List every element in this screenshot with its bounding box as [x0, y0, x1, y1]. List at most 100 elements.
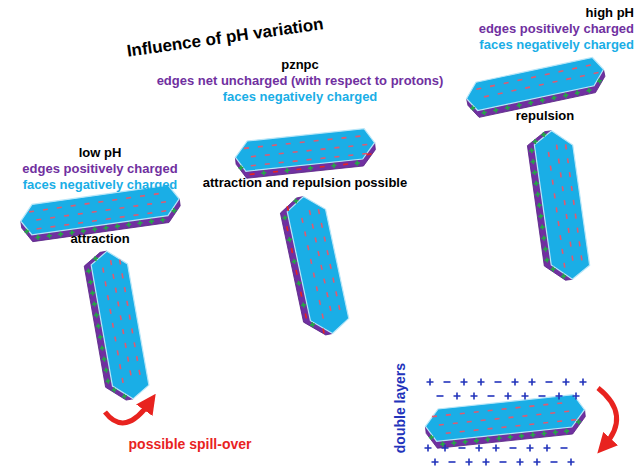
minus-sign: [525, 87, 530, 88]
minus-sign: [126, 197, 131, 199]
minus-sign: [296, 168, 301, 170]
plus-sign: [432, 459, 439, 466]
plus-sign: [550, 266, 556, 272]
plus-sign: [425, 445, 432, 452]
minus-sign: [327, 250, 328, 255]
plus-sign: [522, 393, 529, 400]
annotation-label: edges positively charged: [22, 162, 177, 177]
plus-sign: [160, 217, 166, 223]
minus-sign: [36, 218, 41, 220]
minus-sign: [287, 226, 288, 231]
plus-sign: [597, 78, 603, 84]
minus-sign: [330, 306, 331, 311]
plus-sign: [149, 219, 155, 225]
minus-sign: [272, 144, 277, 146]
minus-sign: [522, 415, 527, 417]
plus-sign: [355, 160, 360, 165]
plus-sign: [534, 459, 541, 466]
minus-sign: [564, 410, 569, 412]
minus-sign: [495, 418, 500, 420]
plus-sign: [462, 439, 467, 444]
minus-sign: [484, 96, 489, 97]
minus-sign: [119, 260, 121, 265]
plus-sign: [535, 192, 541, 198]
plus-sign: [103, 367, 109, 373]
minus-sign: [501, 426, 506, 428]
minus-sign: [323, 329, 324, 334]
plus-sign: [126, 222, 132, 228]
minus-sign: [265, 163, 270, 165]
annotation-label: possible spill-over: [129, 436, 252, 452]
plus-sign: [238, 165, 243, 170]
plus-sign: [331, 163, 336, 168]
figure-title: Influence of pH variation: [125, 14, 324, 61]
plus-sign: [137, 220, 143, 226]
minus-sign: [334, 156, 339, 158]
plus-sign: [543, 246, 549, 252]
minus-sign: [302, 218, 303, 223]
minus-sign: [311, 259, 312, 264]
minus-sign: [120, 315, 122, 320]
minus-sign: [29, 210, 34, 212]
plus-sign: [576, 419, 581, 424]
plus-sign: [541, 132, 547, 138]
plus-sign: [476, 445, 483, 452]
plus-sign: [544, 257, 550, 263]
plus-sign: [505, 105, 511, 111]
plus-sign: [429, 435, 434, 440]
clay-platelet: [82, 248, 150, 403]
platelet-face: [89, 248, 151, 402]
plus-sign: [88, 279, 94, 285]
plus-sign: [461, 379, 468, 386]
plus-sign: [293, 198, 299, 204]
minus-sign: [555, 207, 557, 212]
minus-sign: [112, 323, 114, 328]
plus-sign: [564, 428, 569, 433]
minus-sign: [504, 82, 509, 83]
minus-sign: [510, 447, 517, 449]
minus-sign: [244, 147, 249, 149]
annotation-label: attraction and repulsion possible: [203, 176, 407, 191]
minus-sign: [250, 173, 255, 175]
minus-sign: [140, 195, 145, 197]
plus-sign: [483, 459, 490, 466]
plus-sign: [519, 433, 524, 438]
plus-sign: [568, 459, 575, 466]
plus-sign: [296, 280, 302, 286]
plus-sign: [538, 213, 544, 219]
minus-sign: [115, 288, 117, 293]
minus-sign: [333, 278, 334, 283]
minus-sign: [251, 164, 256, 166]
platelet-face: [533, 128, 592, 282]
minus-sign: [563, 263, 565, 268]
plus-sign: [442, 445, 449, 452]
plus-sign: [563, 379, 570, 386]
minus-sign: [557, 402, 562, 404]
minus-sign: [498, 93, 503, 94]
spill-over-arrow: [105, 402, 150, 423]
minus-sign: [64, 224, 69, 226]
plus-sign: [563, 92, 569, 98]
annotation-label: faces negatively charged: [223, 90, 378, 105]
minus-sign: [286, 143, 291, 145]
clay-platelet: [526, 128, 591, 283]
ion-cloud: [425, 379, 587, 466]
minus-sign: [460, 412, 465, 414]
minus-sign: [553, 81, 558, 82]
minus-sign: [300, 141, 305, 143]
minus-sign: [569, 242, 571, 247]
minus-sign: [154, 193, 159, 195]
annotation-label: edges positively charged: [479, 22, 634, 37]
minus-sign: [573, 200, 575, 205]
minus-sign: [575, 214, 577, 219]
minus-sign: [576, 228, 578, 233]
minus-sign: [320, 166, 325, 168]
minus-sign: [124, 343, 126, 348]
platelet-face: [234, 128, 376, 172]
minus-sign: [43, 208, 48, 210]
minus-sign: [558, 71, 563, 72]
minus-sign: [78, 222, 83, 224]
plus-sign: [532, 170, 538, 176]
plus-sign: [466, 459, 473, 466]
plus-sign: [308, 165, 313, 170]
